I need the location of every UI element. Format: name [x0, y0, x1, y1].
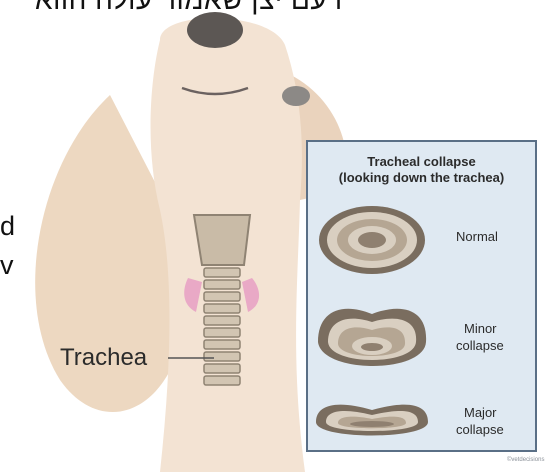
major-collapse-cross-section [316, 405, 428, 436]
minor-label-line2: collapse [456, 337, 504, 354]
image-credit: ©vetdecisions [507, 457, 544, 463]
normal-cross-section [319, 206, 425, 274]
collapse-panel: Tracheal collapse (looking down the trac… [306, 140, 537, 452]
cross-sections [308, 142, 535, 450]
trachea-label: Trachea [60, 344, 147, 372]
dog-eye [282, 86, 310, 106]
major-label-line1: Major [464, 404, 497, 421]
minor-label-line1: Minor [464, 320, 497, 337]
dog-nose [187, 12, 243, 48]
larynx [194, 215, 250, 265]
minor-collapse-cross-section [318, 309, 426, 366]
normal-label: Normal [456, 228, 498, 245]
major-label-line2: collapse [456, 421, 504, 438]
